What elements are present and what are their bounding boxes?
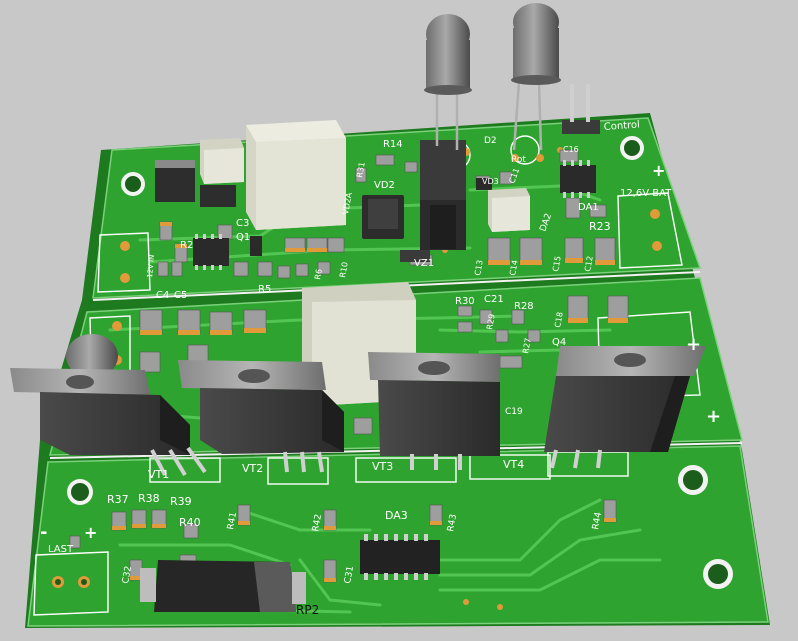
label-r30: R30 [455, 296, 475, 307]
label-r43: R43 [446, 513, 459, 532]
led-left [424, 14, 472, 150]
transistor-vt2 [178, 360, 344, 473]
label-vz1: VZ1 [414, 258, 434, 269]
label-q4: Q4 [552, 337, 566, 348]
label-c14: C14 [508, 259, 520, 276]
label-r23: R23 [589, 220, 611, 233]
label-rp2: RP2 [296, 603, 319, 617]
label-q1: Q1 [236, 232, 250, 243]
label-r14: R14 [383, 139, 403, 150]
label-r38: R38 [138, 492, 160, 505]
label-c16: C16 [563, 145, 579, 154]
label-da1: DA1 [578, 202, 599, 213]
tall-black-component [420, 140, 466, 250]
label-c32: C32 [121, 565, 134, 584]
label-r39: R39 [170, 495, 192, 508]
rp2-component [140, 560, 306, 612]
label-bat: 12,6V BAT [620, 188, 672, 199]
label-r10: R10 [338, 261, 350, 278]
label-vt1: VT1 [148, 468, 169, 481]
transistor-vt3 [368, 352, 500, 470]
label-r29: R29 [485, 313, 497, 330]
label-r6: R6 [313, 268, 324, 280]
label-vd3: VD3 [482, 177, 499, 186]
transistor-vt1 [10, 334, 207, 477]
label-vd2a: VD2A [341, 191, 354, 215]
label-r27: R27 [521, 337, 533, 354]
smd-components [69, 149, 629, 583]
transistor-vt4 [544, 346, 706, 469]
label-r40: R40 [179, 516, 201, 529]
label-vd2: VD2 [374, 180, 395, 191]
label-r28: R28 [514, 301, 534, 312]
mounting-holes [52, 136, 733, 589]
label-c12: C12 [583, 255, 595, 272]
label-c15: C15 [551, 255, 563, 272]
label-d2: D2 [484, 136, 497, 146]
label-c21: C21 [484, 294, 504, 305]
label-r31: R31 [355, 161, 367, 178]
label-r44: R44 [591, 511, 604, 530]
inductors [200, 120, 530, 406]
label-c31: C31 [343, 565, 356, 584]
label-plus-last: + [84, 523, 97, 542]
label-plus-right: + [706, 406, 721, 427]
label-plus-mid: + [686, 334, 701, 355]
label-c18: C18 [553, 311, 565, 328]
label-vt4: VT4 [503, 458, 524, 471]
label-last: LAST [48, 544, 74, 555]
label-vt3: VT3 [372, 460, 393, 473]
label-r5: R5 [258, 284, 271, 295]
label-r42: R42 [311, 513, 324, 532]
label-c19: C19 [505, 407, 523, 417]
label-control: Control [603, 119, 640, 132]
label-c5: C5 [174, 290, 187, 301]
integrated-circuits [155, 160, 596, 580]
label-r37: R37 [107, 493, 129, 506]
label-c13: C13 [473, 259, 485, 276]
da1-chip [560, 165, 596, 193]
label-rot: Rot [511, 155, 526, 165]
label-r2: R2 [180, 240, 193, 251]
label-r41: R41 [226, 511, 239, 530]
label-minus: - [40, 522, 47, 543]
label-12v-in: 12V IN [146, 254, 156, 278]
label-c3: C3 [236, 218, 249, 229]
label-da3: DA3 [385, 509, 408, 522]
label-plus-bat: + [652, 161, 665, 180]
pin-header [562, 84, 600, 134]
label-vt2: VT2 [242, 462, 263, 475]
da3-chip [360, 540, 440, 574]
led-right [511, 3, 561, 151]
label-c4: C4 [156, 290, 169, 301]
